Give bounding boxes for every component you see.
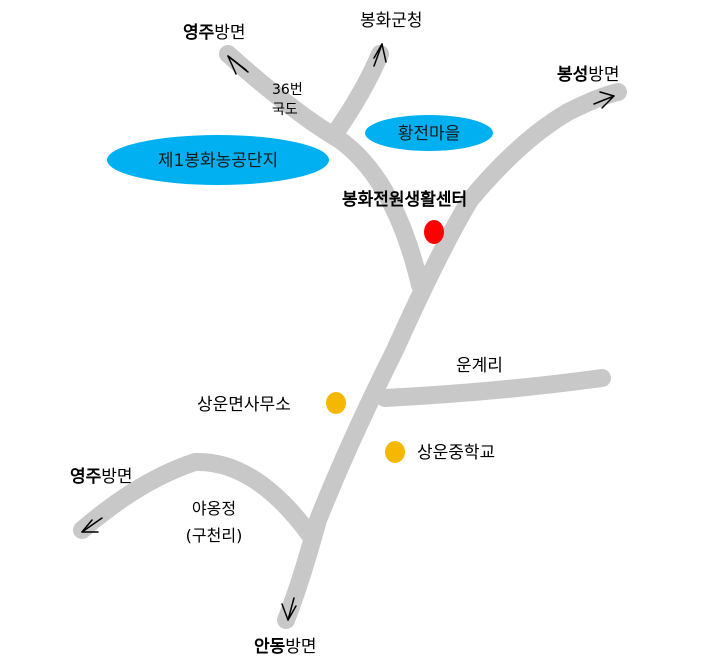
center-location-dot-icon bbox=[424, 220, 444, 244]
direction-bongseong: 봉성방면 bbox=[557, 65, 620, 85]
direction-yeongju-top: 영주방면 bbox=[183, 23, 246, 43]
center-label: 봉화전원생활센터 bbox=[342, 189, 467, 210]
arrow-gunchung-shaft bbox=[373, 43, 383, 67]
hwangjeon-village-label: 황전마을 bbox=[398, 124, 461, 144]
arrow-yeongju-left-shaft bbox=[81, 517, 103, 533]
direction-yeongju-left: 영주방면 bbox=[70, 467, 133, 487]
place-yaongjeong: 야옹정 bbox=[192, 499, 236, 518]
road-label-line2: 국도 bbox=[272, 102, 298, 118]
sangun-school-dot-icon bbox=[385, 441, 405, 463]
industrial-complex-label: 제1봉화농공단지 bbox=[158, 151, 278, 171]
road-yeongju-west bbox=[73, 452, 319, 544]
hwangjeon-village-area bbox=[365, 115, 493, 151]
arrow-yeongju-top-shaft bbox=[227, 55, 249, 73]
place-gucheon-ri: (구천리) bbox=[186, 526, 243, 545]
road-ungye-ri bbox=[376, 369, 611, 407]
road-label-line1: 36번 bbox=[272, 82, 303, 98]
road-to-gunchung bbox=[327, 45, 389, 141]
arrow-bongseong-shaft bbox=[593, 95, 615, 105]
road-36-national bbox=[219, 45, 429, 294]
direction-bonghwa-office: 봉화군청 bbox=[360, 11, 423, 31]
road-main-north-south bbox=[277, 83, 627, 629]
sangun-office-dot-icon bbox=[326, 392, 346, 414]
arrows bbox=[81, 43, 615, 621]
place-ungye-ri: 운계리 bbox=[456, 356, 503, 376]
arrow-andong-shaft bbox=[287, 597, 295, 621]
place-sangun-office: 상운면사무소 bbox=[197, 395, 291, 415]
direction-andong: 안동방면 bbox=[254, 637, 317, 657]
roads bbox=[73, 45, 627, 629]
industrial-complex-area bbox=[107, 135, 329, 185]
place-sangun-school: 상운중학교 bbox=[417, 443, 495, 463]
